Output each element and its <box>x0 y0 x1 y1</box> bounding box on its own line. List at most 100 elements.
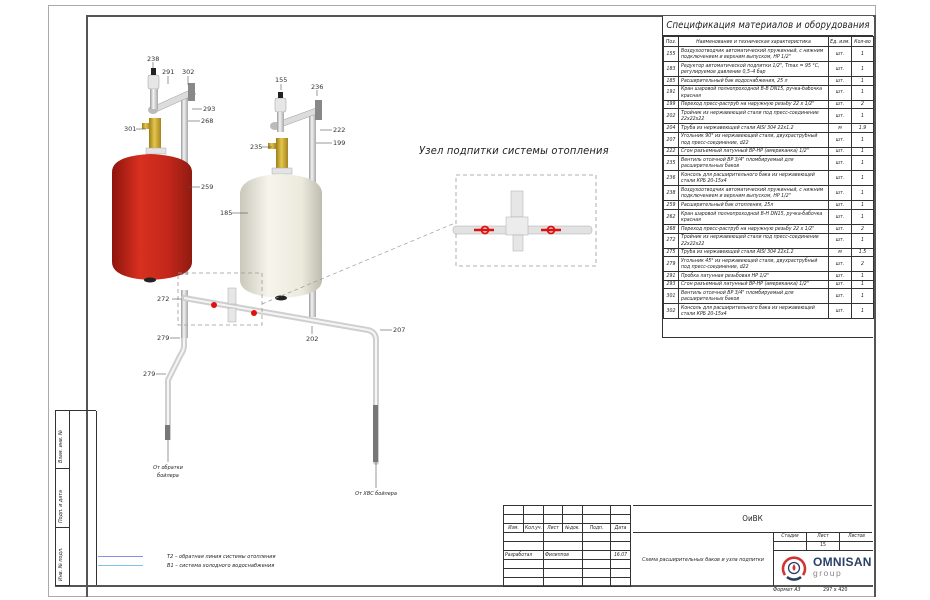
spec-unit: шт. <box>828 200 852 210</box>
flange <box>145 147 167 155</box>
spec-description: Вентиль отсечной ВР 3/4" пломбируемый дл… <box>678 288 829 305</box>
vertical-pipe <box>181 290 188 338</box>
console-bracket <box>315 100 322 120</box>
position-label-291: 291 <box>162 68 174 76</box>
valve-handle <box>268 143 276 149</box>
stage-label: Стадия <box>774 533 807 541</box>
position-labels: 238 291 302 293 268 301 259 155 236 222 … <box>124 55 405 378</box>
spec-position: 293 <box>663 279 679 290</box>
spec-quantity: 1 <box>851 170 874 187</box>
tank-foot <box>144 277 156 283</box>
air-vent-cap <box>278 92 283 98</box>
legend-line-swatch <box>98 556 143 557</box>
spec-unit: шт. <box>828 223 852 234</box>
callout-boiler-return: От обратки бойлера <box>142 464 194 480</box>
position-label-279: 279 <box>157 334 169 342</box>
spec-quantity: 1 <box>851 303 874 320</box>
spec-unit: шт. <box>828 155 852 172</box>
spec-position: 272 <box>663 232 679 249</box>
shutoff-valve <box>149 118 161 148</box>
position-label-235: 235 <box>250 143 262 151</box>
side-stamp: Взам. инв. № Подп. и дата Инв. № подл. <box>55 410 97 586</box>
makeup-line <box>165 222 456 465</box>
spec-description: Кран шаровой полнопроходной В-В DN15, ру… <box>678 84 829 101</box>
sheet-info-values: 15 <box>774 542 873 551</box>
spec-unit: шт. <box>828 84 852 101</box>
title-block-main: ОиВК Схема расширительных баков и узла п… <box>633 505 873 586</box>
format-size: 297 х 420 <box>823 587 848 593</box>
spec-quantity: 2 <box>851 99 874 110</box>
sheet-info-header: Стадия Лист Листов <box>774 533 873 542</box>
spec-quantity: 1 <box>851 108 874 125</box>
spec-unit: м <box>828 123 852 133</box>
spec-unit: шт. <box>828 146 852 157</box>
pipe-shade <box>165 425 170 440</box>
sheet-title: Схема расширительных баков и узла подпит… <box>642 556 764 563</box>
spec-position: 199 <box>663 99 679 110</box>
rev-col-date: Дата <box>610 523 631 533</box>
spec-unit: шт. <box>828 271 852 281</box>
detail-ball-valve <box>546 225 556 235</box>
spec-unit: шт. <box>828 61 852 77</box>
spec-position: 185 <box>663 76 679 86</box>
vertical-pipe <box>150 89 158 109</box>
omnisan-logo-icon <box>781 556 807 581</box>
pipe-highlight <box>183 297 377 462</box>
spec-unit: м <box>828 247 852 258</box>
spec-unit: шт. <box>828 256 852 273</box>
spec-unit: шт. <box>828 303 852 320</box>
position-label-279: 279 <box>143 370 155 378</box>
spec-position: 155 <box>663 46 679 62</box>
revision-table: Изм. Кол.уч. Лист №док. Подп. Дата Разра… <box>503 505 631 587</box>
header-unit: Ед. изм. <box>828 36 852 47</box>
spec-description: Воздухоотводчик автоматический пружинный… <box>678 185 829 202</box>
detail-reducer-top <box>510 190 524 218</box>
spec-quantity: 1 <box>851 61 874 77</box>
spec-description: Труба из нержавеющей стали AISI 304 22х1… <box>678 123 829 133</box>
detail-reducer-body <box>505 216 529 236</box>
spec-position: 268 <box>663 223 679 234</box>
position-label-302: 302 <box>182 68 194 76</box>
spec-position: 207 <box>663 131 679 148</box>
title-block-revisions: Изм. Кол.уч. Лист №док. Подп. Дата Разра… <box>503 505 631 587</box>
spec-description: Тройник из нержавеющей стали под пресс-с… <box>678 108 829 125</box>
spec-quantity: 1.5 <box>851 247 874 258</box>
spec-description: Сгон разъемный латунный ВР-НР (американк… <box>678 146 829 157</box>
leader-lines <box>136 62 392 488</box>
legend-label: В1 – система холодного водоснабжения <box>167 562 275 569</box>
detail-frame <box>455 174 597 267</box>
position-label-238: 238 <box>147 55 159 63</box>
legend-line-swatch <box>98 565 143 566</box>
sheets-value <box>840 542 873 550</box>
spec-header-row: Поз. Наименование и техническая характер… <box>663 36 874 47</box>
stamp-cell-sign: Подп. и дата <box>56 469 70 528</box>
spec-unit: шт. <box>828 279 852 290</box>
spec-position: 262 <box>663 208 679 225</box>
spec-blank-space <box>663 319 873 337</box>
spec-quantity: 1 <box>851 208 874 225</box>
developed-by-label: Разработал <box>503 550 544 560</box>
sheet-number: 15 <box>807 542 840 550</box>
position-label-185: 185 <box>220 209 232 217</box>
detail-reducer-bottom <box>512 234 524 252</box>
tank-foot <box>275 295 287 301</box>
makeup-detail-view <box>452 174 597 267</box>
spec-quantity: 2 <box>851 223 874 234</box>
spec-unit: шт. <box>828 232 852 249</box>
callout-dhw-boiler: От ХВС бойлера <box>355 491 397 497</box>
reducer <box>227 287 237 305</box>
legend: Т2 – обратная линия системы отопления В1… <box>98 552 276 570</box>
spec-description: Вентиль отсечной ВР 3/4" пломбируемый дл… <box>678 155 829 172</box>
